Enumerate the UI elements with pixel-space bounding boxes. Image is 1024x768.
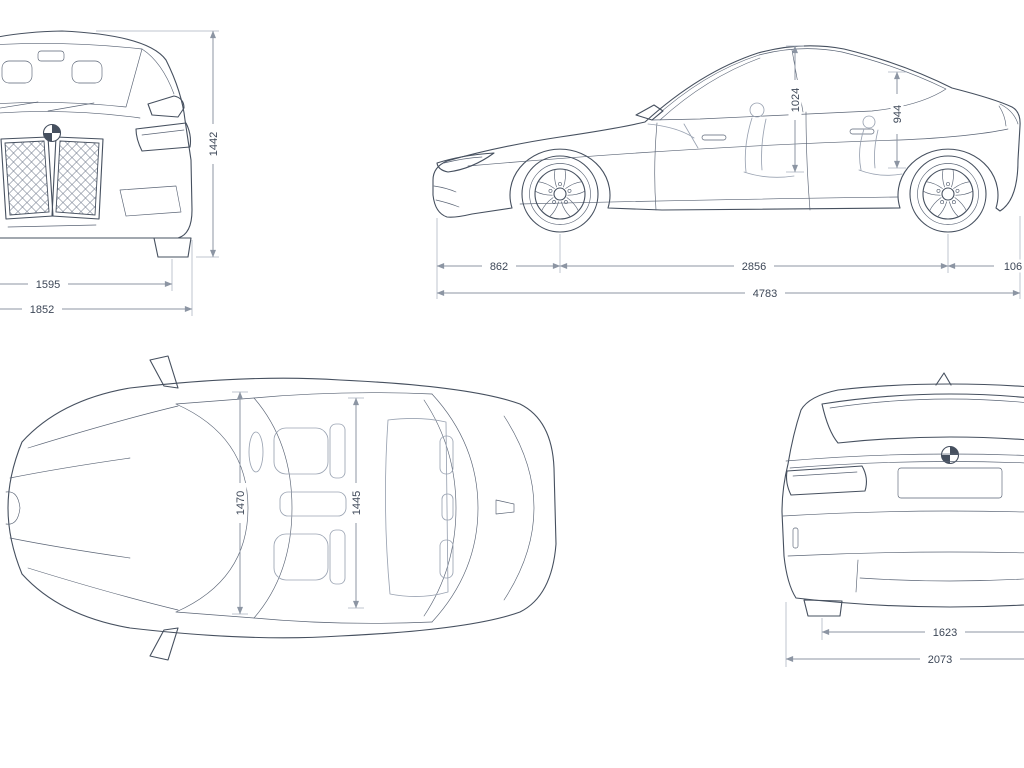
bmw-roundel-icon — [42, 123, 62, 143]
side-mirror-right — [147, 95, 185, 118]
a-pillar — [141, 48, 175, 95]
side-glass — [651, 48, 947, 121]
taillight-left-detail — [792, 471, 858, 477]
svg-text:1024: 1024 — [790, 88, 802, 112]
svg-text:1623: 1623 — [933, 627, 957, 639]
rearview-mirror — [37, 50, 65, 62]
roof-front-arc — [253, 397, 293, 619]
dim-label-rear-track: 1623 — [925, 625, 965, 639]
wipers — [0, 101, 95, 112]
dim-label-rear-overall-width: 2073 — [920, 652, 960, 666]
top-outline — [7, 377, 557, 639]
front-view: 1442 1595 1852 — [0, 30, 220, 316]
trunk-creases — [785, 453, 1024, 469]
dim-label-front-headroom: 1024 — [788, 80, 802, 120]
svg-text:944: 944 — [892, 105, 904, 123]
headlight-right — [135, 122, 192, 152]
rear-window — [821, 393, 1024, 444]
rear-extension-lines — [785, 602, 823, 667]
headrest-right — [71, 60, 103, 84]
cowl-arc — [175, 403, 249, 613]
dim-label-overall-height: 1442 — [206, 124, 220, 164]
front-bumper-details — [7, 185, 182, 228]
fin-antenna-icon — [935, 372, 952, 386]
front-wheel — [522, 156, 598, 232]
rear-tire-left — [803, 599, 843, 617]
svg-text:4783: 4783 — [753, 288, 777, 300]
headrest-left — [1, 60, 33, 84]
dim-label-front-interior-width: 1470 — [233, 483, 247, 523]
license-plate-recess — [897, 467, 1003, 499]
svg-text:2073: 2073 — [928, 654, 952, 666]
headlight-side — [436, 152, 495, 173]
svg-text:1595: 1595 — [36, 279, 60, 291]
headlight-detail — [141, 129, 185, 136]
interior-ghost-top — [248, 417, 454, 597]
rear-bumper-lines — [782, 510, 1024, 593]
rear-view: 1623 2073 — [781, 372, 1024, 667]
taillight-side — [998, 103, 1019, 127]
a-pillar-inner — [659, 57, 761, 121]
windshield — [0, 43, 143, 108]
rear-silhouette — [781, 383, 1024, 608]
fin-antenna-top — [495, 499, 515, 515]
svg-text:1852: 1852 — [30, 304, 54, 316]
svg-text:862: 862 — [490, 261, 508, 273]
rear-glass-arcs — [423, 393, 479, 623]
dim-label-rear-interior-width: 1445 — [349, 483, 363, 523]
door-seams — [654, 111, 811, 211]
svg-text:1470: 1470 — [235, 491, 247, 515]
front-fascia-details — [433, 156, 483, 208]
svg-text:106: 106 — [1004, 261, 1022, 273]
reflector-left — [792, 527, 799, 549]
side-mirror — [635, 104, 664, 121]
kidney-grille — [0, 136, 104, 220]
rear-wheel — [910, 156, 986, 232]
front-extension-lines — [96, 30, 219, 316]
door-handle-front — [701, 134, 727, 141]
front-tire-right — [153, 237, 192, 258]
dim-label-front-overhang: 862 — [482, 259, 516, 273]
bmw-roundel-rear-icon — [940, 445, 960, 465]
cowl-line — [0, 111, 141, 119]
trunk-arc — [503, 415, 535, 601]
dim-label-rear-overhang: 106 — [994, 259, 1024, 273]
roof-rails — [253, 392, 433, 624]
svg-text:2856: 2856 — [742, 261, 766, 273]
hood-lines — [5, 405, 179, 611]
front-silhouette — [0, 30, 193, 239]
side-mirrors-top — [149, 355, 179, 661]
taillight-left — [785, 465, 868, 496]
dim-label-track-width: 1595 — [28, 277, 68, 291]
side-view: 1024 944 862 2856 106 4783 — [432, 45, 1024, 300]
dim-label-overall-length: 4783 — [745, 286, 785, 300]
side-extension-lines — [436, 216, 1021, 299]
side-silhouette — [432, 45, 1021, 218]
svg-text:1442: 1442 — [208, 132, 220, 156]
top-view: 1470 1445 — [5, 355, 557, 661]
dim-label-overall-width: 1852 — [22, 302, 62, 316]
interior-ghost — [647, 102, 903, 178]
character-lines — [467, 128, 1009, 205]
rear-window-defroster — [829, 398, 1024, 409]
door-handle-rear — [849, 128, 875, 135]
svg-text:1445: 1445 — [351, 491, 363, 515]
dim-label-rear-headroom: 944 — [890, 94, 904, 134]
dim-label-wheelbase: 2856 — [734, 259, 774, 273]
